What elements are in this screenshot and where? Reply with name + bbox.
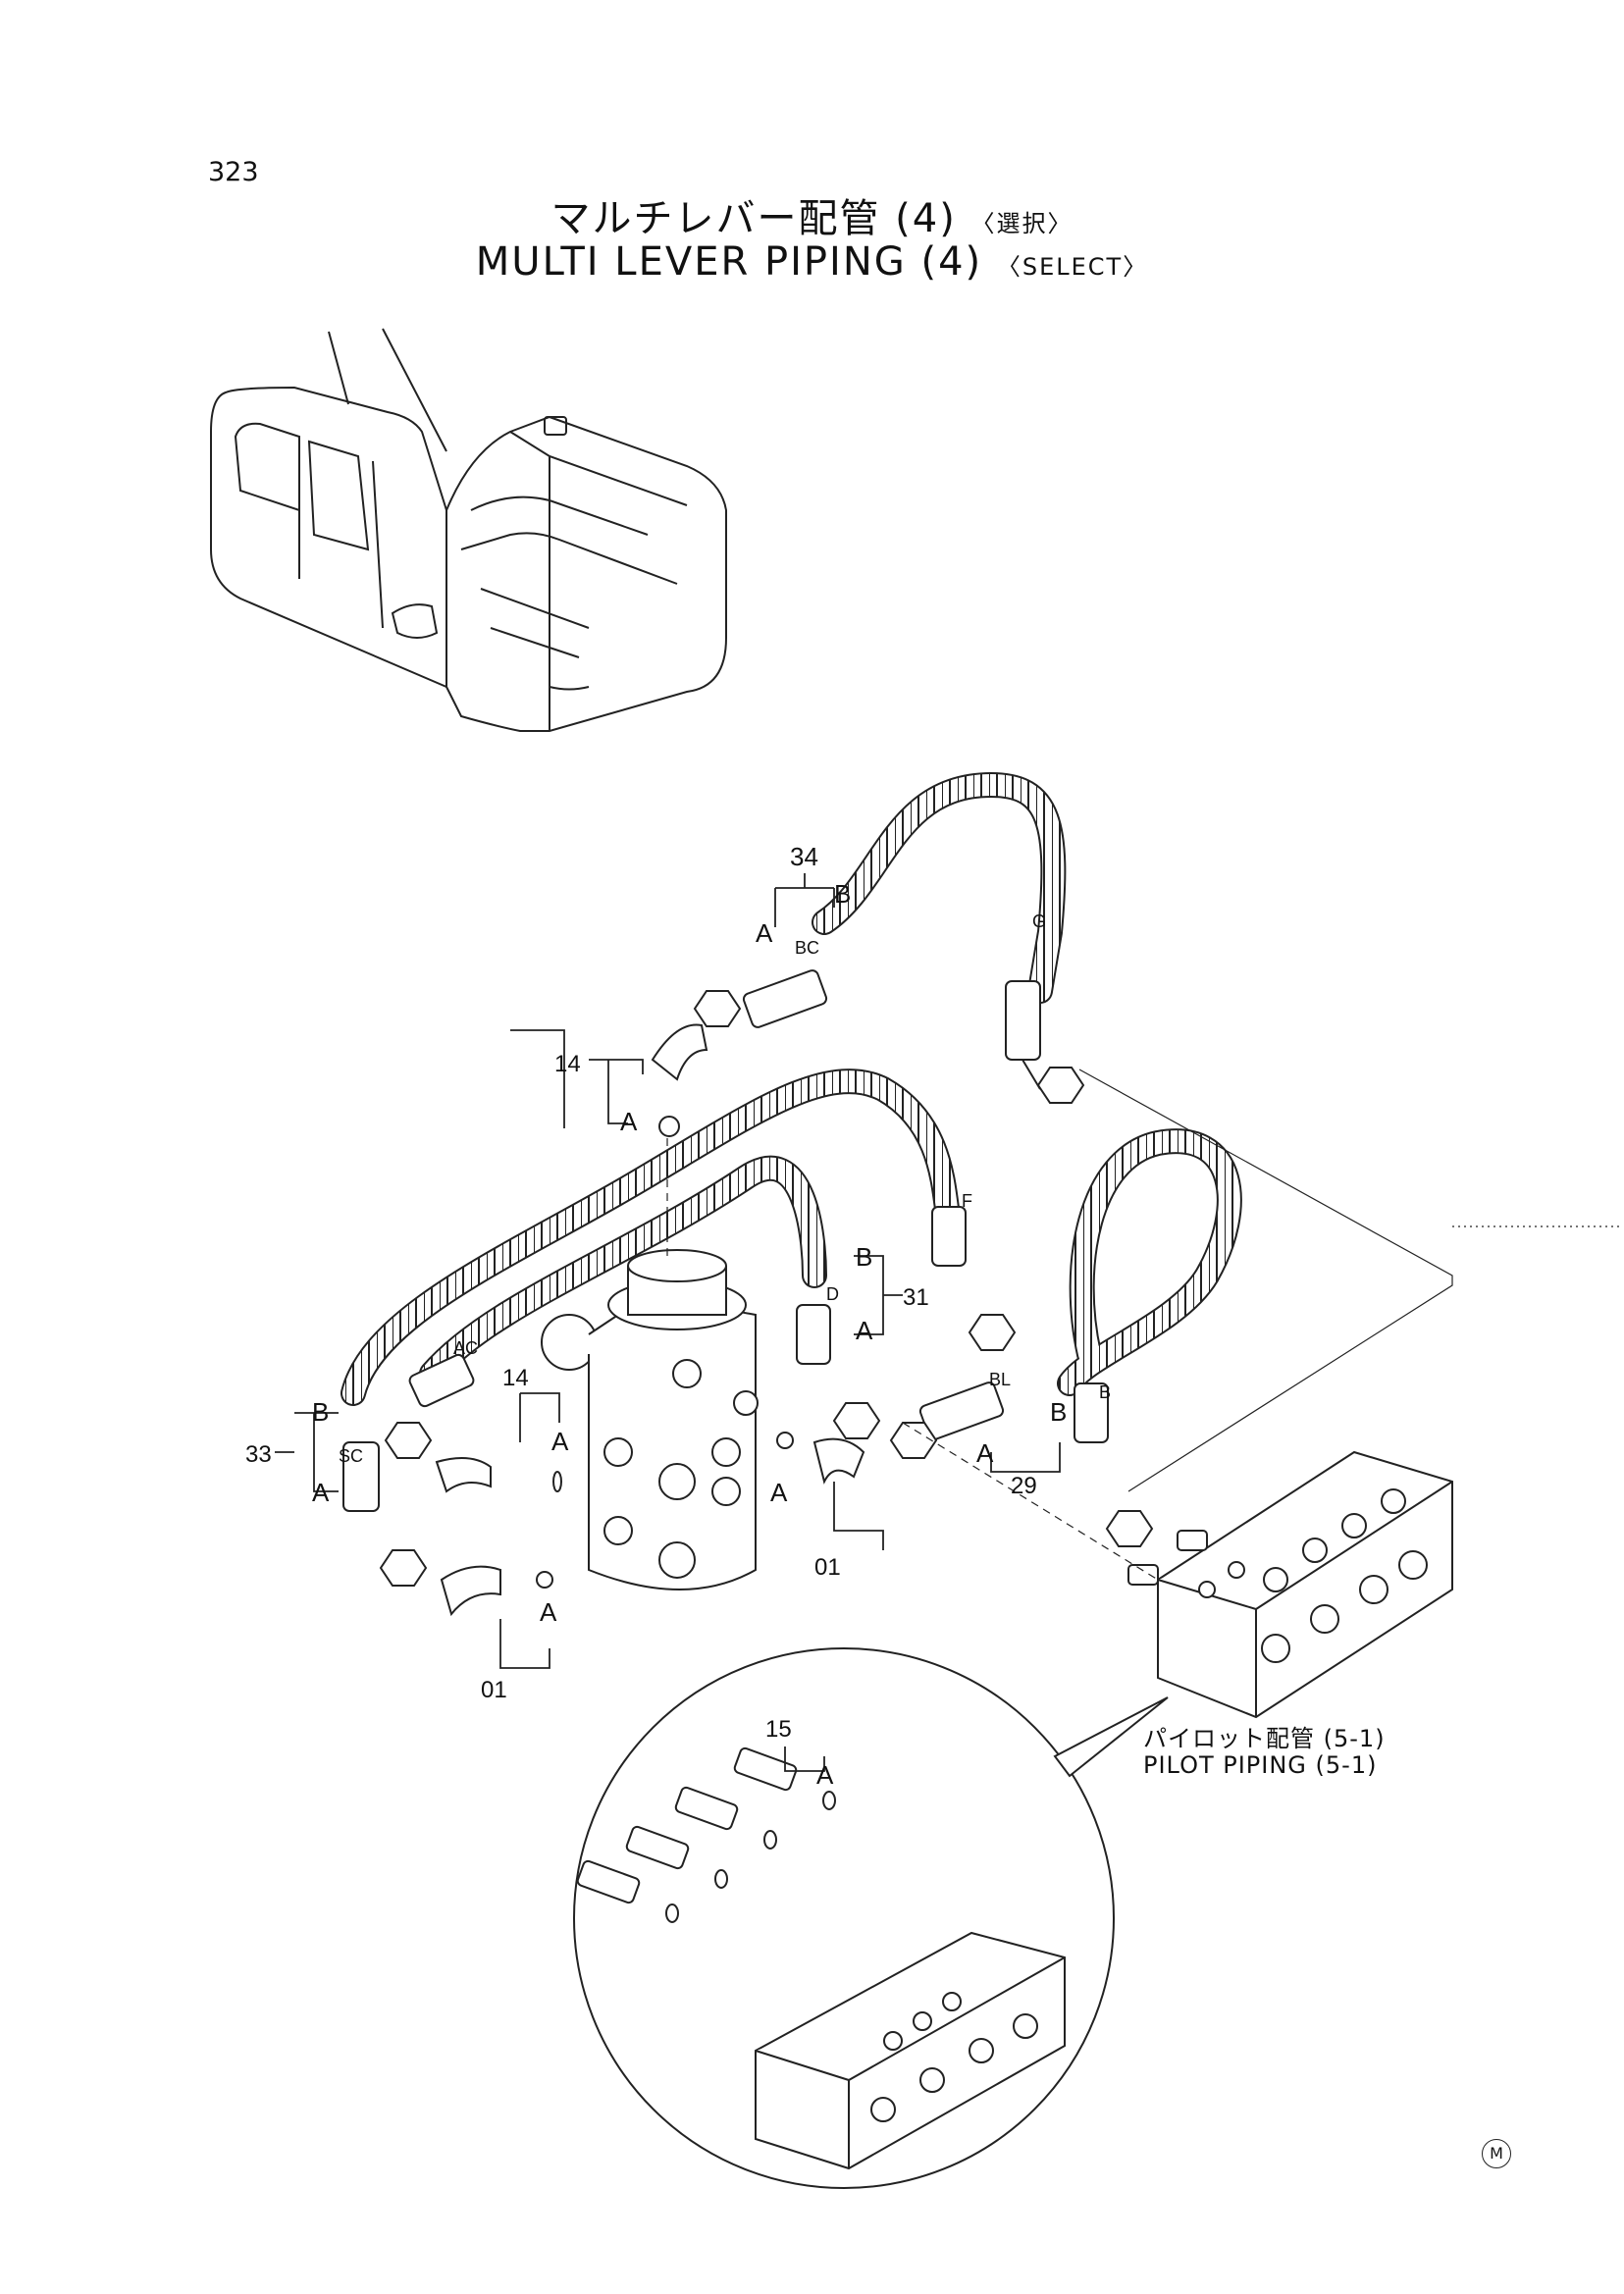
page-number: 323 xyxy=(208,157,259,187)
title-jp-tag: 〈選択〉 xyxy=(970,210,1074,237)
pilot-piping-ref-en: PILOT PIPING (5-1) xyxy=(1143,1751,1378,1779)
control-valve-block xyxy=(1127,1450,1453,1719)
m-mark: M xyxy=(1482,2139,1511,2168)
label-14-mid: 14 xyxy=(502,1365,529,1391)
label-33-b: B xyxy=(312,1397,329,1427)
fittings xyxy=(342,969,1154,1617)
label-31-a: A xyxy=(856,1316,873,1345)
excavator-overview xyxy=(210,328,727,732)
label-34-a: A xyxy=(756,918,773,948)
label-31-b: B xyxy=(856,1242,872,1272)
label-15: 15 xyxy=(765,1716,792,1743)
page-title-jp: マルチレバー配管 (4) 〈選択〉 xyxy=(0,186,1624,243)
label-d: D xyxy=(826,1284,839,1304)
detail-view xyxy=(573,1647,1169,2189)
label-14-top-a: A xyxy=(620,1107,638,1136)
label-34: 34 xyxy=(790,842,818,871)
selector-valve xyxy=(541,1249,759,1590)
page-title-en: MULTI LEVER PIPING (4) 〈SELECT〉 xyxy=(0,239,1624,285)
label-01-bottom-a: A xyxy=(540,1597,557,1627)
label-29-b: B xyxy=(1050,1397,1067,1427)
label-29: 29 xyxy=(1011,1473,1037,1499)
label-g: G xyxy=(1032,912,1046,931)
title-en-text: MULTI LEVER PIPING (4) xyxy=(475,239,983,285)
label-01-right-a: A xyxy=(770,1478,788,1507)
label-15-a: A xyxy=(816,1760,834,1790)
label-29-a: A xyxy=(976,1438,994,1468)
label-b-small: B xyxy=(1099,1382,1111,1402)
title-jp-text: マルチレバー配管 (4) xyxy=(550,196,957,241)
callout-brackets xyxy=(275,873,1061,1772)
label-33-a: A xyxy=(312,1478,330,1507)
label-f: F xyxy=(962,1191,972,1211)
label-sc: SC xyxy=(339,1446,363,1466)
hoses xyxy=(341,771,1242,1406)
label-01-right: 01 xyxy=(814,1554,841,1581)
label-14-top: 14 xyxy=(554,1051,581,1077)
label-bl: BL xyxy=(989,1370,1011,1389)
label-34-b: B xyxy=(834,879,851,909)
label-bc: BC xyxy=(795,938,819,958)
label-ac: AC xyxy=(453,1338,478,1358)
part-labels: 34 A B BC G 14 A F B 31 A D AC 14 A B SC… xyxy=(245,842,1111,1790)
label-33: 33 xyxy=(245,1441,272,1468)
title-en-tag: 〈SELECT〉 xyxy=(996,253,1149,281)
label-01-bottom: 01 xyxy=(481,1677,507,1703)
pilot-piping-ref-jp: パイロット配管 (5-1) xyxy=(1143,1725,1386,1752)
label-14-mid-a: A xyxy=(551,1427,569,1456)
leader-lines xyxy=(666,1069,1619,1581)
label-31: 31 xyxy=(903,1284,929,1311)
